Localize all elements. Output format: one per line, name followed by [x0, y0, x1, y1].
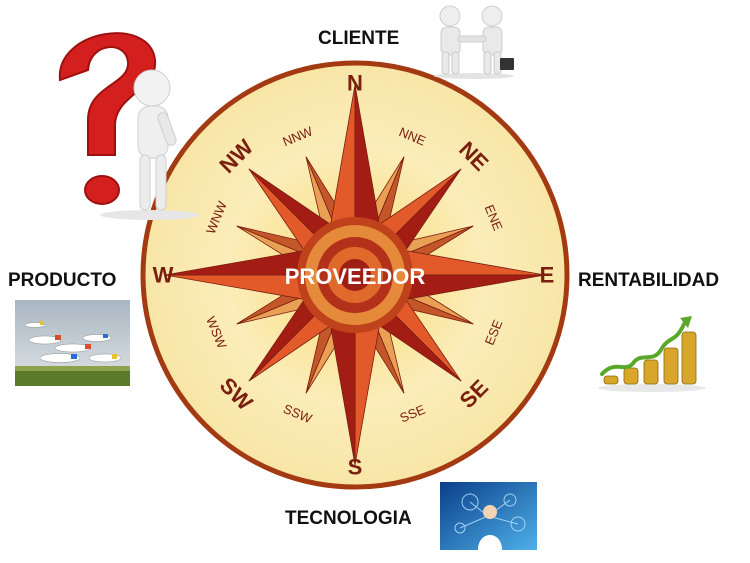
label-rentabilidad: RENTABILIDAD — [578, 270, 720, 291]
coins-growth-image — [596, 304, 708, 394]
center-label: PROVEEDOR — [285, 264, 426, 289]
compass-label-n: N — [347, 71, 363, 96]
compass-label-s: S — [348, 455, 363, 480]
compass-hub — [297, 217, 413, 333]
compass-label-w: W — [153, 263, 174, 288]
handshake-image — [428, 2, 520, 80]
airplanes-photo — [15, 300, 130, 386]
thinking-figure-image — [30, 10, 200, 220]
label-tecnologia: TECNOLOGIA — [285, 508, 412, 529]
technology-photo — [440, 482, 537, 550]
compass-label-e: E — [540, 263, 555, 288]
label-producto: PRODUCTO — [8, 270, 117, 291]
label-cliente: CLIENTE — [318, 28, 400, 49]
